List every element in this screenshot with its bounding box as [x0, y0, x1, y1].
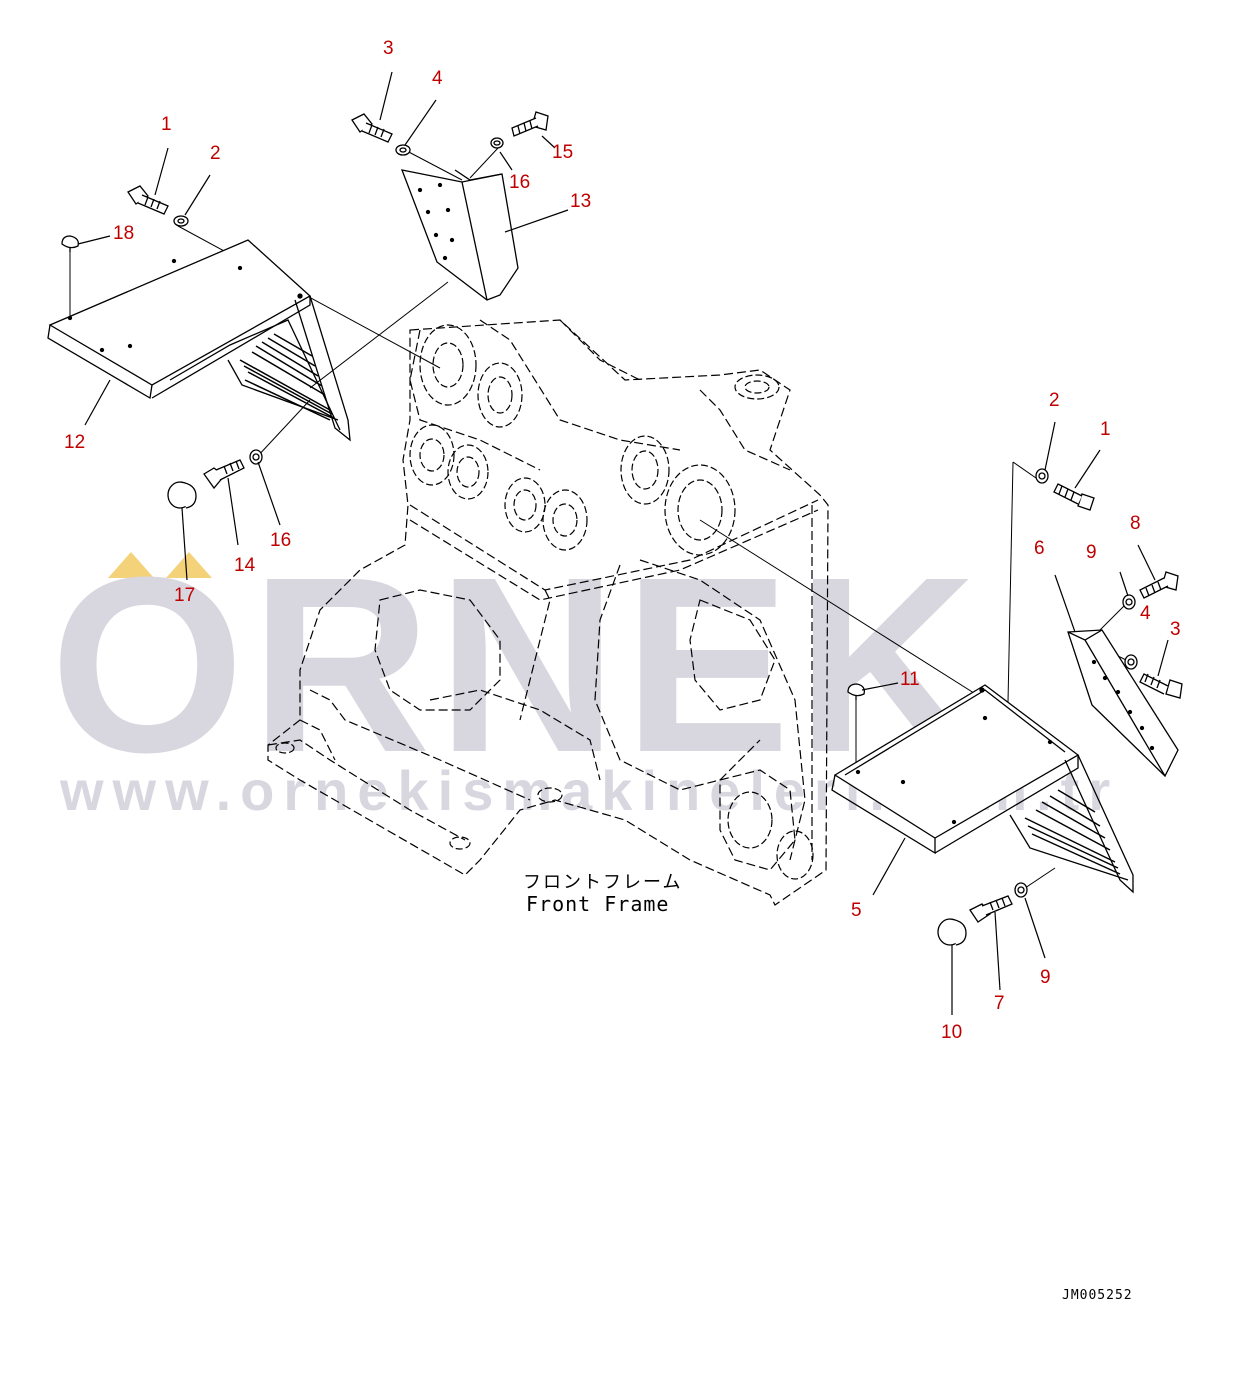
callout-11: 11 — [900, 669, 920, 690]
callout-1: 1 — [161, 114, 172, 135]
callout-18: 18 — [113, 223, 135, 244]
callout-leaders — [77, 71, 1169, 1015]
callout-3: 3 — [1170, 619, 1181, 640]
callout-13: 13 — [570, 191, 592, 212]
callout-8: 8 — [1130, 513, 1141, 534]
bolt-part-14 — [203, 459, 245, 490]
callout-7: 7 — [994, 993, 1005, 1014]
bolt-part-8 — [1139, 571, 1179, 599]
callout-17: 17 — [174, 585, 196, 606]
callout-9: 9 — [1040, 967, 1051, 988]
callout-16: 16 — [270, 530, 292, 551]
bolt-part-7 — [969, 895, 1013, 923]
frame-bores — [275, 324, 814, 880]
callout-4: 4 — [432, 68, 443, 89]
callout-6: 6 — [1034, 538, 1045, 559]
callout-2: 2 — [210, 143, 221, 164]
callout-1: 1 — [1100, 419, 1111, 440]
callout-10: 10 — [941, 1022, 963, 1043]
callout-9: 9 — [1086, 542, 1097, 563]
left-step-part-12 — [47, 239, 351, 442]
callout-2: 2 — [1049, 390, 1060, 411]
callout-14: 14 — [234, 555, 256, 576]
bracket-part-6 — [1067, 629, 1179, 778]
frame-label-english: Front Frame — [526, 892, 670, 916]
drawing-id: JM005252 — [1062, 1288, 1133, 1303]
washers — [173, 137, 1138, 898]
callout-5: 5 — [851, 900, 862, 921]
bolt-part-15 — [511, 111, 549, 137]
right-step-part-5 — [831, 684, 1134, 894]
bolt-part-3-top — [351, 113, 393, 143]
bolt-part-1-right — [1053, 483, 1095, 511]
callout-4: 4 — [1140, 603, 1151, 624]
callout-3: 3 — [383, 38, 394, 59]
callout-15: 15 — [552, 142, 574, 163]
watermark-brand: ORNEK — [50, 525, 983, 804]
bolt-part-1-left — [127, 185, 169, 215]
callout-12: 12 — [64, 432, 86, 453]
bolt-part-3-right — [1139, 673, 1183, 699]
frame-label-japanese: フロントフレーム — [523, 872, 683, 893]
callout-16: 16 — [509, 172, 531, 193]
caps — [61, 235, 967, 946]
bracket-part-13 — [400, 169, 519, 301]
front-frame-outline — [267, 319, 829, 906]
